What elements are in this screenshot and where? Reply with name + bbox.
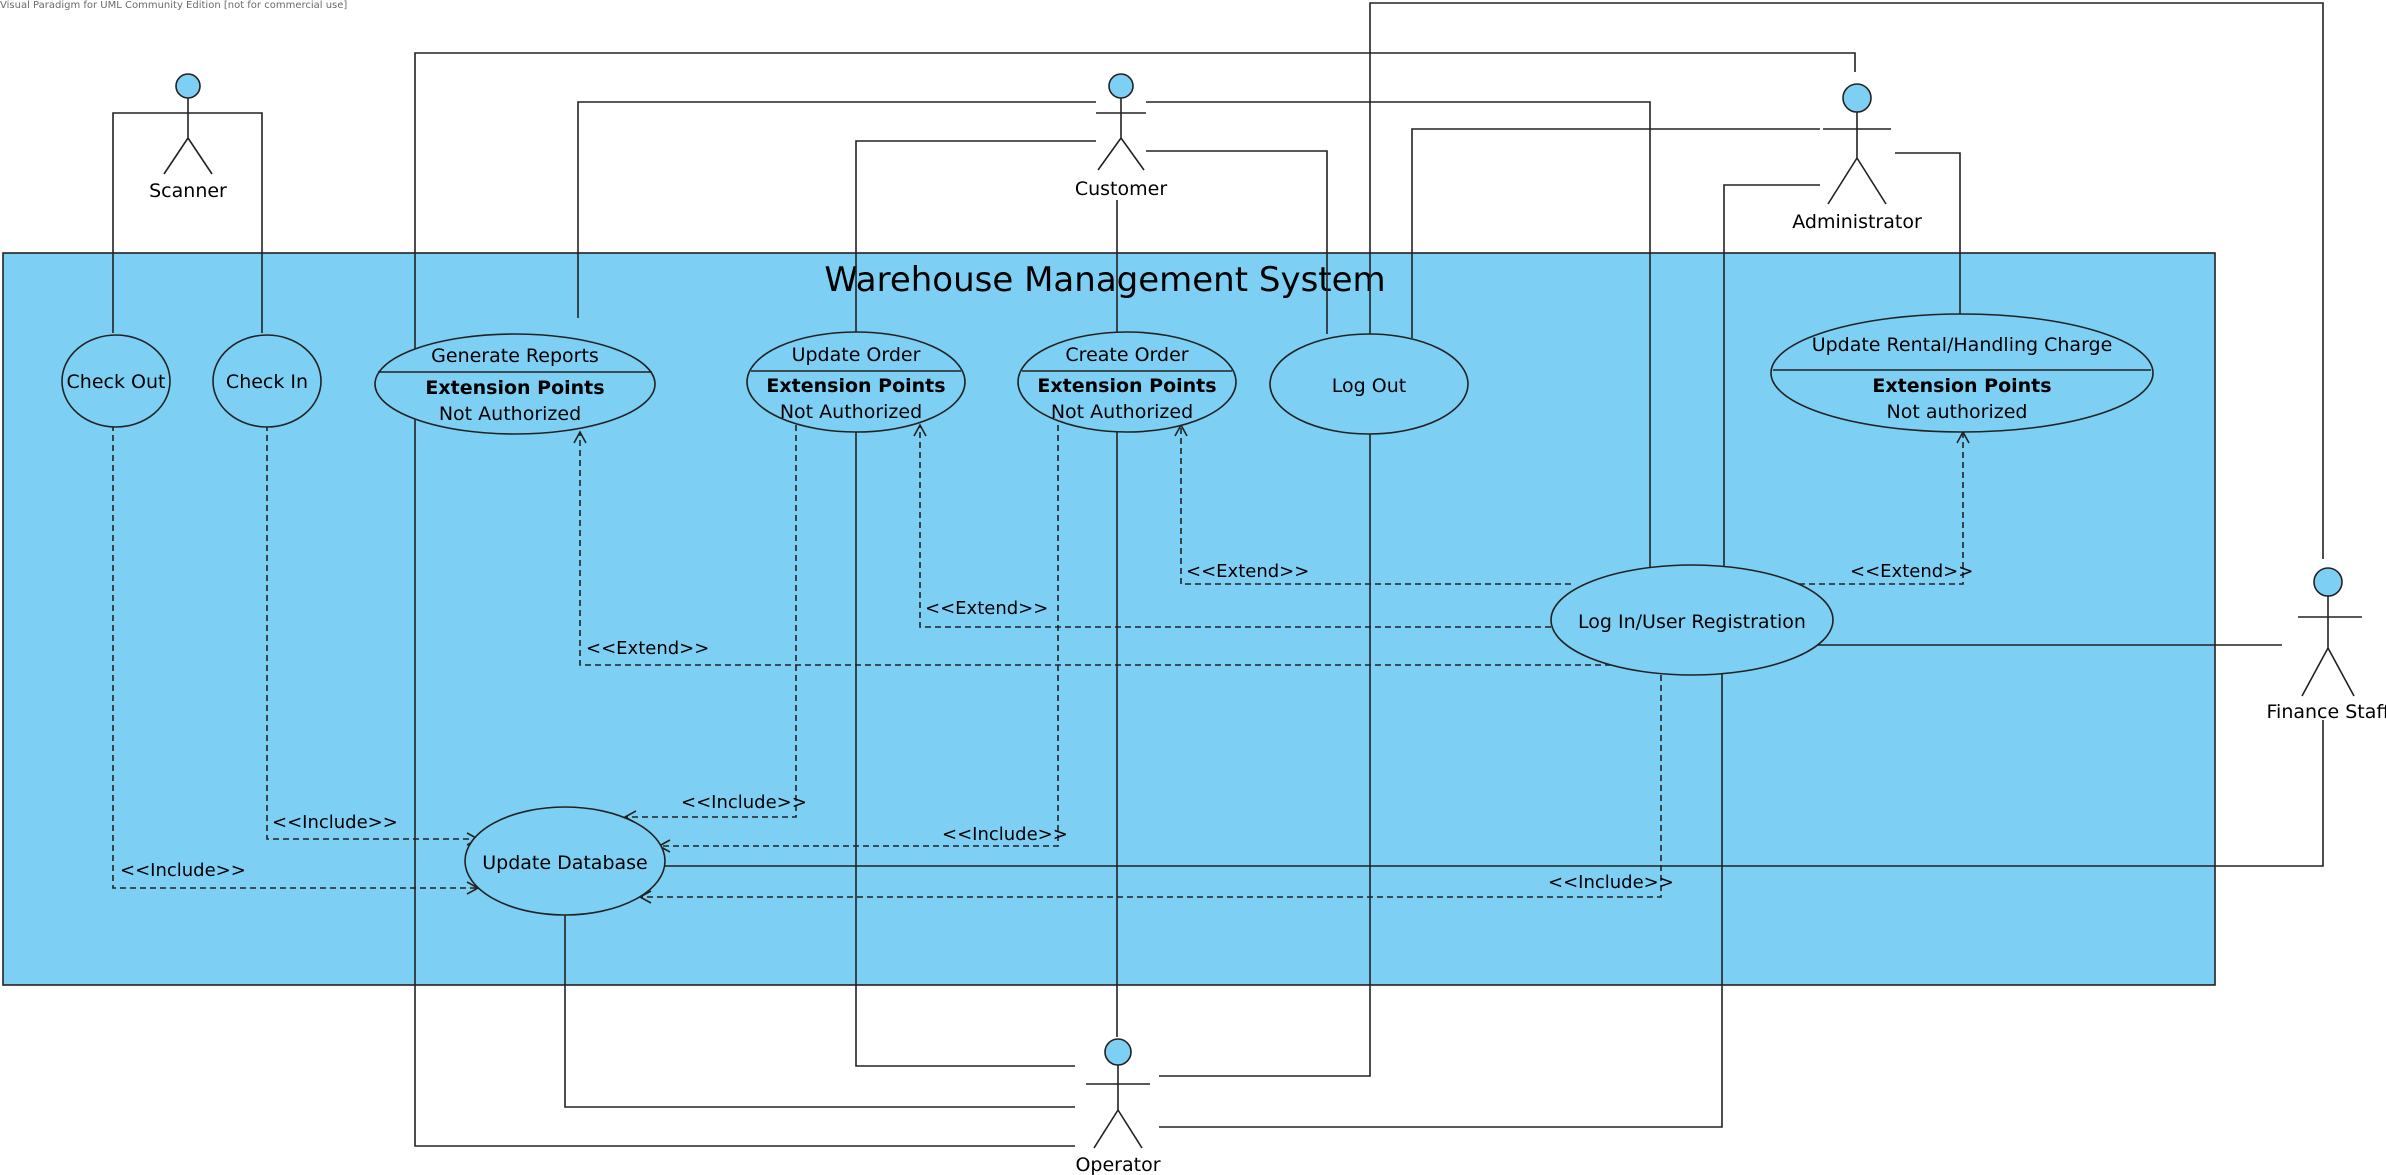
use-case-update-order-ext-point: Not Authorized xyxy=(780,401,922,423)
assoc-finance-update-database xyxy=(661,720,2324,867)
extend-generate-reports-label: <<Extend>> xyxy=(586,638,709,659)
assoc-admin-login xyxy=(1723,184,1820,567)
actor-finance-staff-label: Finance Staff xyxy=(2267,701,2386,723)
associations xyxy=(112,2,2324,1147)
assoc-scanner-check-out xyxy=(112,112,160,333)
system-title: Warehouse Management System xyxy=(824,260,1385,300)
use-case-generate-reports[interactable]: Generate Reports Extension Points Not Au… xyxy=(374,333,656,435)
use-case-create-order-ext-point: Not Authorized xyxy=(1051,401,1193,423)
use-case-create-order[interactable]: Create Order Extension Points Not Author… xyxy=(1017,331,1237,433)
extend-create-order-line xyxy=(1174,423,1571,585)
actor-administrator[interactable]: Administrator xyxy=(1792,83,1922,233)
include-create-order-line xyxy=(657,425,1059,853)
extend-update-order-label: <<Extend>> xyxy=(925,598,1048,619)
use-case-generate-reports-ext-point: Not Authorized xyxy=(439,403,581,425)
include-login-label: <<Include>> xyxy=(1548,872,1674,893)
extend-update-rental-line xyxy=(1799,430,1970,585)
include-check-out-line xyxy=(112,425,480,895)
assoc-customer-login xyxy=(1146,101,1651,567)
use-case-generate-reports-ext-heading: Extension Points xyxy=(425,377,604,399)
use-case-check-in[interactable]: Check In xyxy=(212,334,322,428)
assoc-admin-log-out xyxy=(1411,128,1820,338)
use-case-update-rental-label: Update Rental/Handling Charge xyxy=(1812,334,2113,356)
assoc-customer-generate-reports xyxy=(577,101,1096,318)
assoc-finance-log-out xyxy=(1369,2,2324,559)
assoc-customer-log-out xyxy=(1146,150,1328,334)
actor-scanner-label: Scanner xyxy=(149,180,227,202)
dependencies xyxy=(112,423,1970,904)
actor-customer-label: Customer xyxy=(1075,178,1167,200)
include-update-order-label: <<Include>> xyxy=(681,792,807,813)
assoc-operator-update-database xyxy=(564,915,1075,1108)
use-case-update-rental-ext-heading: Extension Points xyxy=(1872,375,2051,397)
use-case-update-order-label: Update Order xyxy=(792,344,921,366)
include-check-in-line xyxy=(266,425,480,846)
assoc-scanner-check-in xyxy=(216,112,263,333)
extend-update-rental-label: <<Extend>> xyxy=(1850,561,1973,582)
actor-scanner[interactable]: Scanner xyxy=(149,73,227,202)
actor-finance-staff[interactable]: Finance Staff xyxy=(2267,567,2386,723)
include-update-order-line xyxy=(623,425,797,824)
include-create-order-label: <<Include>> xyxy=(942,824,1068,845)
extend-create-order-label: <<Extend>> xyxy=(1186,561,1309,582)
actor-operator-label: Operator xyxy=(1075,1154,1160,1175)
include-check-out-label: <<Include>> xyxy=(120,860,246,881)
use-case-create-order-label: Create Order xyxy=(1065,344,1188,366)
use-case-log-out-label: Log Out xyxy=(1332,375,1406,397)
use-case-update-rental-ext-point: Not authorized xyxy=(1887,401,2028,423)
assoc-operator-log-out xyxy=(1159,434,1371,1077)
use-case-update-order[interactable]: Update Order Extension Points Not Author… xyxy=(746,331,966,433)
assoc-admin-update-rental xyxy=(1895,152,1961,314)
use-case-update-database[interactable]: Update Database xyxy=(464,806,666,916)
include-login-line xyxy=(638,675,1662,904)
assoc-admin-generate-reports xyxy=(414,52,1856,1147)
actor-administrator-label: Administrator xyxy=(1792,211,1922,233)
use-case-check-out-label: Check Out xyxy=(67,371,166,393)
use-case-update-order-ext-heading: Extension Points xyxy=(766,375,945,397)
extend-update-order-line xyxy=(913,423,1551,628)
include-check-in-label: <<Include>> xyxy=(272,812,398,833)
use-case-update-database-label: Update Database xyxy=(482,852,648,874)
use-case-login[interactable]: Log In/User Registration xyxy=(1550,564,1834,676)
use-case-log-out[interactable]: Log Out xyxy=(1269,333,1469,435)
use-case-login-label: Log In/User Registration xyxy=(1578,611,1806,633)
assoc-operator-login xyxy=(1159,673,1723,1128)
use-case-check-in-label: Check In xyxy=(226,371,308,393)
extend-generate-reports-line xyxy=(573,430,1611,666)
watermark: Visual Paradigm for UML Community Editio… xyxy=(0,0,348,11)
use-case-update-rental[interactable]: Update Rental/Handling Charge Extension … xyxy=(1770,313,2154,433)
use-case-create-order-ext-heading: Extension Points xyxy=(1037,375,1216,397)
use-case-generate-reports-label: Generate Reports xyxy=(431,345,599,367)
actor-operator[interactable]: Operator xyxy=(1075,1038,1161,1175)
assoc-operator-update-order xyxy=(855,432,1075,1067)
actor-customer[interactable]: Customer xyxy=(1075,73,1167,200)
assoc-customer-update-order xyxy=(855,140,1096,336)
use-case-check-out[interactable]: Check Out xyxy=(61,334,171,428)
